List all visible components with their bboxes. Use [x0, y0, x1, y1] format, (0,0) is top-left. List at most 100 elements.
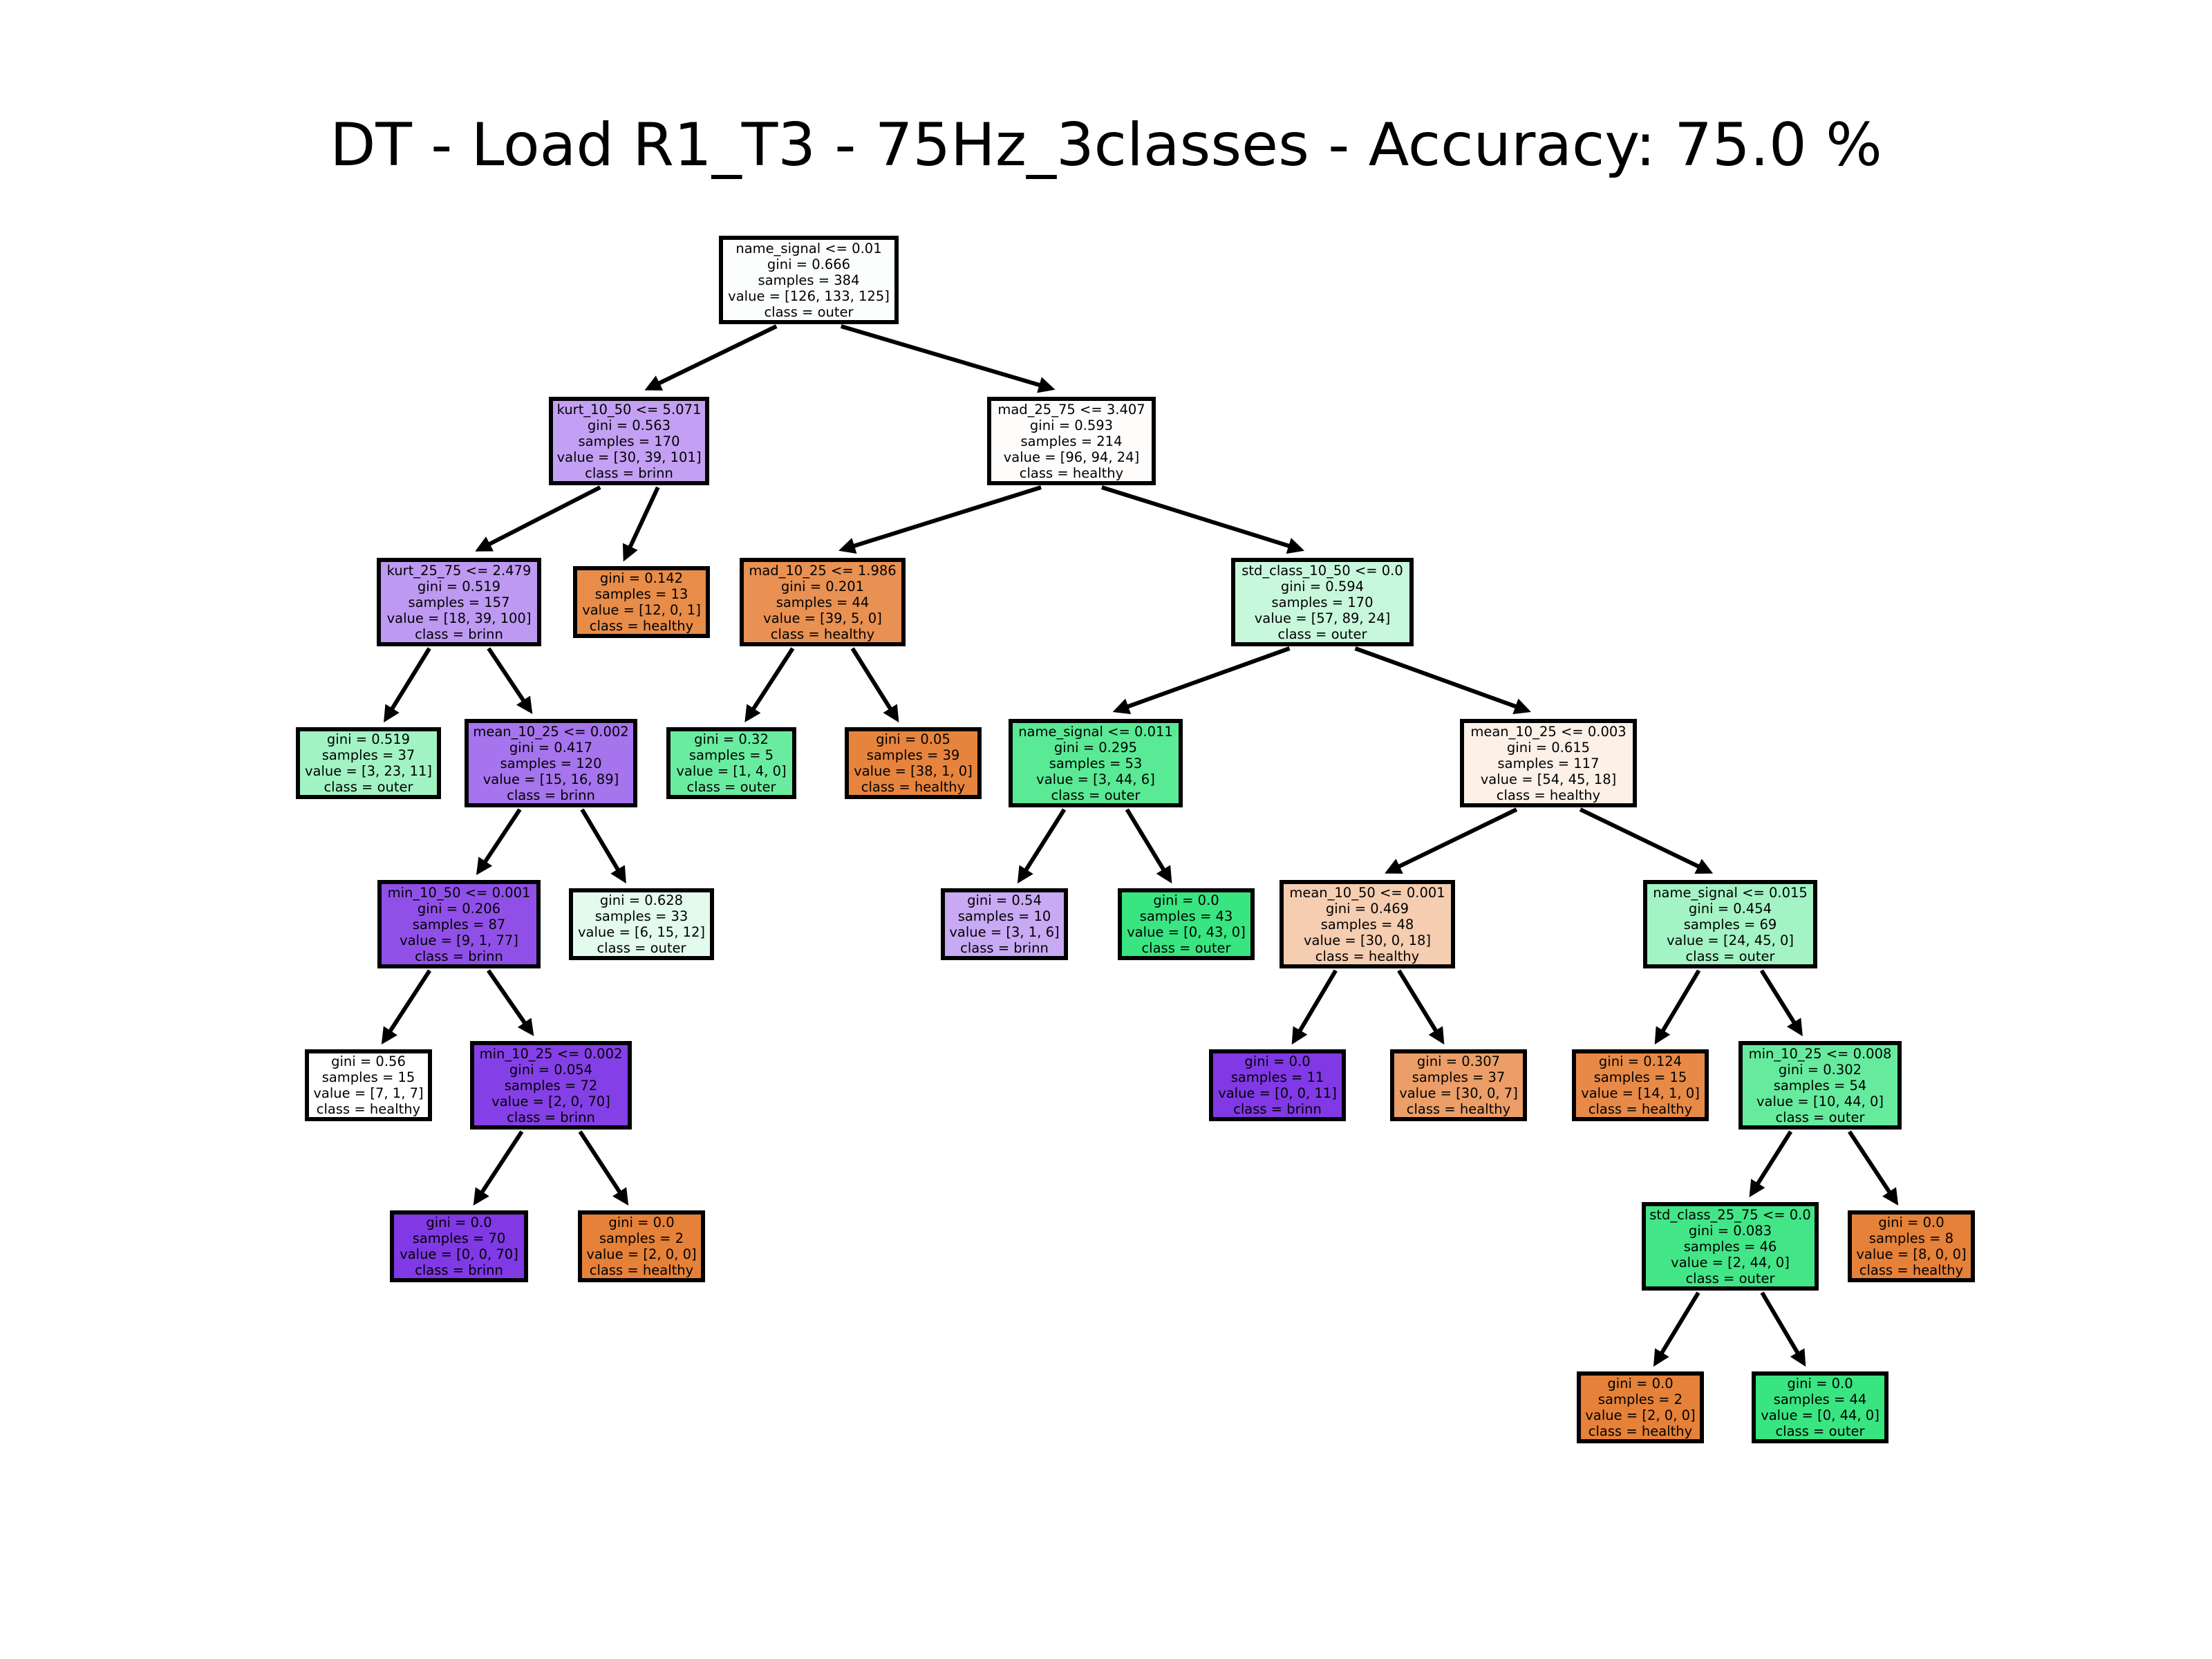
node-line: min_10_50 <= 0.001: [387, 884, 531, 901]
node-line: min_10_25 <= 0.008: [1748, 1045, 1892, 1062]
tree-edge: [1397, 969, 1445, 1045]
node-line: value = [18, 39, 100]: [386, 610, 532, 626]
tree-edge: [1385, 807, 1518, 874]
tree-edge: [580, 808, 626, 884]
tree-edge: [850, 647, 899, 723]
node-line: gini = 0.417: [509, 739, 593, 756]
node-line: gini = 0.54: [967, 892, 1042, 908]
node-line: gini = 0.519: [326, 731, 411, 747]
node-line: samples = 48: [1320, 916, 1414, 932]
node-line: class = healthy: [1588, 1101, 1693, 1117]
tree-edge: [1579, 807, 1714, 874]
node-line: class = brinn: [507, 1109, 595, 1125]
node-line: class = healthy: [1588, 1423, 1693, 1439]
node-line: value = [38, 1, 0]: [854, 763, 973, 779]
node-line: class = healthy: [316, 1101, 421, 1117]
tree-edge: [1017, 808, 1067, 884]
node-line: class = healthy: [770, 626, 875, 642]
node-line: samples = 43: [1139, 908, 1233, 924]
node-line: class = brinn: [507, 787, 595, 803]
node-line: class = healthy: [1496, 787, 1601, 803]
node-line: value = [14, 1, 0]: [1581, 1085, 1700, 1101]
tree-edge: [622, 486, 660, 562]
node-line: value = [30, 0, 18]: [1303, 932, 1432, 948]
node-line: samples = 2: [599, 1230, 684, 1246]
node-line: gini = 0.628: [599, 892, 684, 908]
node-line: samples = 214: [1020, 433, 1123, 449]
node-line: samples = 117: [1497, 755, 1600, 771]
node-line: gini = 0.469: [1325, 900, 1409, 917]
node-line: gini = 0.206: [417, 900, 501, 917]
node-line: min_10_25 <= 0.002: [479, 1045, 623, 1062]
node-line: samples = 10: [957, 908, 1051, 924]
tree-edge: [476, 808, 522, 876]
node-line: gini = 0.0: [426, 1215, 492, 1230]
node-line: value = [8, 0, 0]: [1856, 1246, 1967, 1262]
node-line: value = [30, 0, 7]: [1399, 1085, 1518, 1101]
tree-edge: [1125, 808, 1172, 884]
node-line: value = [54, 45, 18]: [1480, 771, 1617, 787]
node-line: value = [3, 44, 6]: [1036, 771, 1155, 787]
node-line: samples = 15: [321, 1069, 415, 1085]
node-line: class = outer: [1051, 787, 1141, 803]
node-line: gini = 0.124: [1598, 1053, 1683, 1069]
node-line: gini = 0.05: [876, 731, 950, 747]
node-line: gini = 0.142: [599, 570, 684, 586]
tree-edge: [840, 324, 1056, 393]
tree-edge: [381, 969, 432, 1045]
node-line: gini = 0.302: [1778, 1061, 1862, 1078]
tree-edge: [744, 647, 795, 723]
node-line: gini = 0.0: [1607, 1376, 1674, 1391]
node-line: mean_10_50 <= 0.001: [1289, 884, 1445, 901]
node-line: samples = 13: [594, 586, 688, 602]
node-line: samples = 44: [1773, 1391, 1867, 1407]
node-line: gini = 0.0: [1878, 1215, 1944, 1230]
node-line: mean_10_25 <= 0.003: [1470, 723, 1627, 740]
node-line: class = healthy: [1406, 1101, 1511, 1117]
node-line: mean_10_25 <= 0.002: [473, 723, 629, 740]
node-line: gini = 0.563: [587, 417, 671, 433]
tree-edge: [1653, 1291, 1700, 1367]
node-line: gini = 0.0: [608, 1215, 675, 1230]
node-line: gini = 0.32: [694, 731, 769, 747]
node-line: class = brinn: [415, 626, 503, 642]
node-line: value = [57, 89, 24]: [1254, 610, 1391, 626]
tree-edge: [838, 485, 1042, 554]
node-line: value = [2, 44, 0]: [1671, 1254, 1790, 1271]
node-line: kurt_25_75 <= 2.479: [386, 562, 532, 579]
node-line: class = healthy: [861, 779, 966, 795]
tree-edge: [1654, 969, 1701, 1045]
node-line: class = outer: [1775, 1423, 1865, 1439]
node-line: value = [3, 1, 6]: [949, 924, 1060, 940]
node-line: std_class_25_75 <= 0.0: [1649, 1206, 1811, 1223]
tree-edge: [1759, 969, 1803, 1037]
node-line: samples = 170: [1271, 594, 1374, 610]
node-line: gini = 0.666: [767, 256, 851, 272]
node-line: value = [30, 39, 101]: [556, 449, 702, 465]
node-line: value = [12, 0, 1]: [582, 602, 701, 618]
node-line: gini = 0.201: [780, 578, 865, 594]
node-line: value = [0, 0, 70]: [400, 1246, 518, 1262]
node-line: value = [3, 23, 11]: [304, 763, 433, 779]
node-line: gini = 0.0: [1787, 1376, 1853, 1391]
node-line: class = brinn: [415, 1262, 503, 1278]
node-line: class = outer: [324, 779, 413, 795]
node-line: samples = 384: [758, 272, 860, 288]
node-line: name_signal <= 0.01: [735, 240, 882, 256]
